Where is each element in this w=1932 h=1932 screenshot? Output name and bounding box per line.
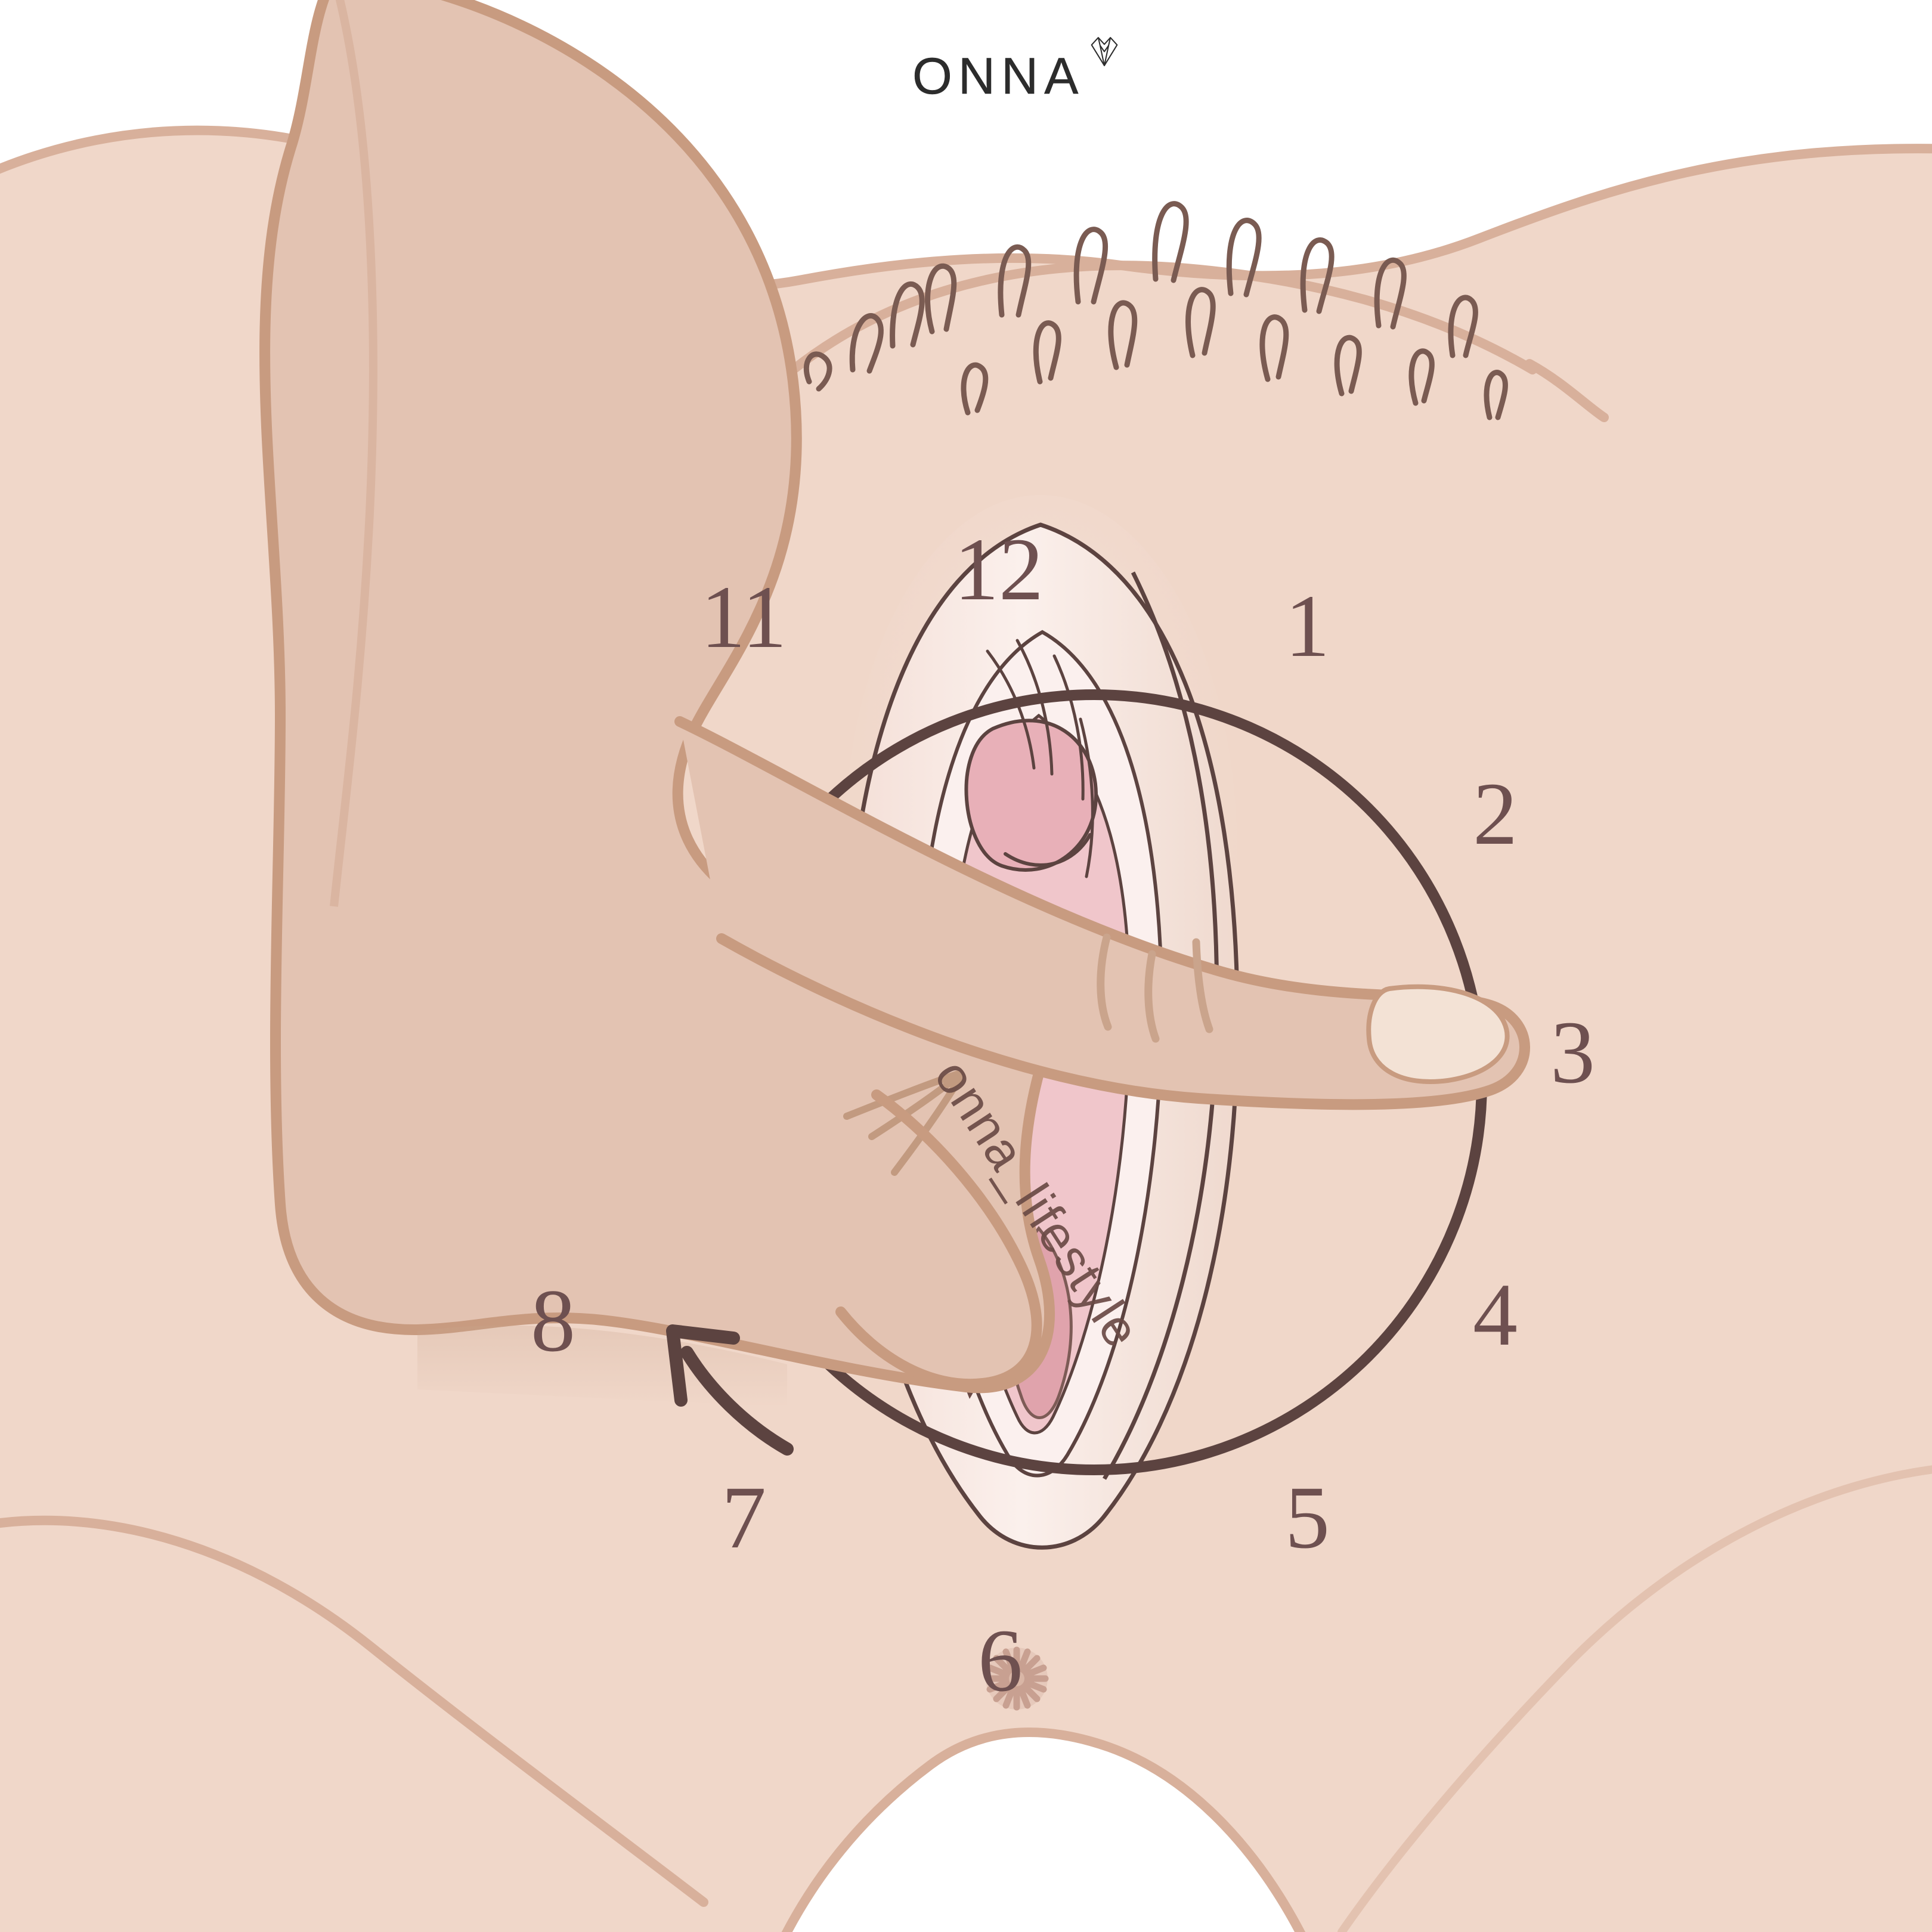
- hand-with-index-finger: [259, 0, 1530, 1407]
- clock-numeral-8: 8: [531, 1271, 575, 1370]
- clock-numeral-3: 3: [1550, 1003, 1595, 1102]
- clock-numeral-11: 11: [701, 568, 787, 667]
- clitoral-hood-fold: [1004, 833, 1092, 867]
- clock-numeral-7: 7: [722, 1468, 766, 1567]
- clitoral-glans: [964, 719, 1098, 872]
- clock-numeral-1: 1: [1285, 577, 1330, 676]
- clock-numeral-12: 12: [954, 520, 1044, 619]
- fingernail: [1366, 984, 1510, 1084]
- thumb-edge: [835, 1089, 1042, 1390]
- arm-contour: [330, 0, 377, 907]
- clock-numeral-4: 4: [1473, 1265, 1518, 1364]
- clock-numeral-6: 6: [978, 1611, 1023, 1710]
- clock-numeral-2: 2: [1473, 764, 1518, 863]
- clock-numeral-5: 5: [1285, 1468, 1330, 1567]
- counterclockwise-arrow-icon: [666, 1324, 794, 1456]
- knuckle-creases: [1097, 933, 1213, 1043]
- hand-shadow: [417, 1325, 787, 1407]
- hood-wrinkles: [986, 639, 1094, 878]
- anus-starburst-icon: [984, 1646, 1049, 1711]
- palm-creases: [843, 1070, 965, 1176]
- pubic-hair-strands-icon: [788, 201, 1609, 422]
- index-finger: [674, 716, 1530, 1110]
